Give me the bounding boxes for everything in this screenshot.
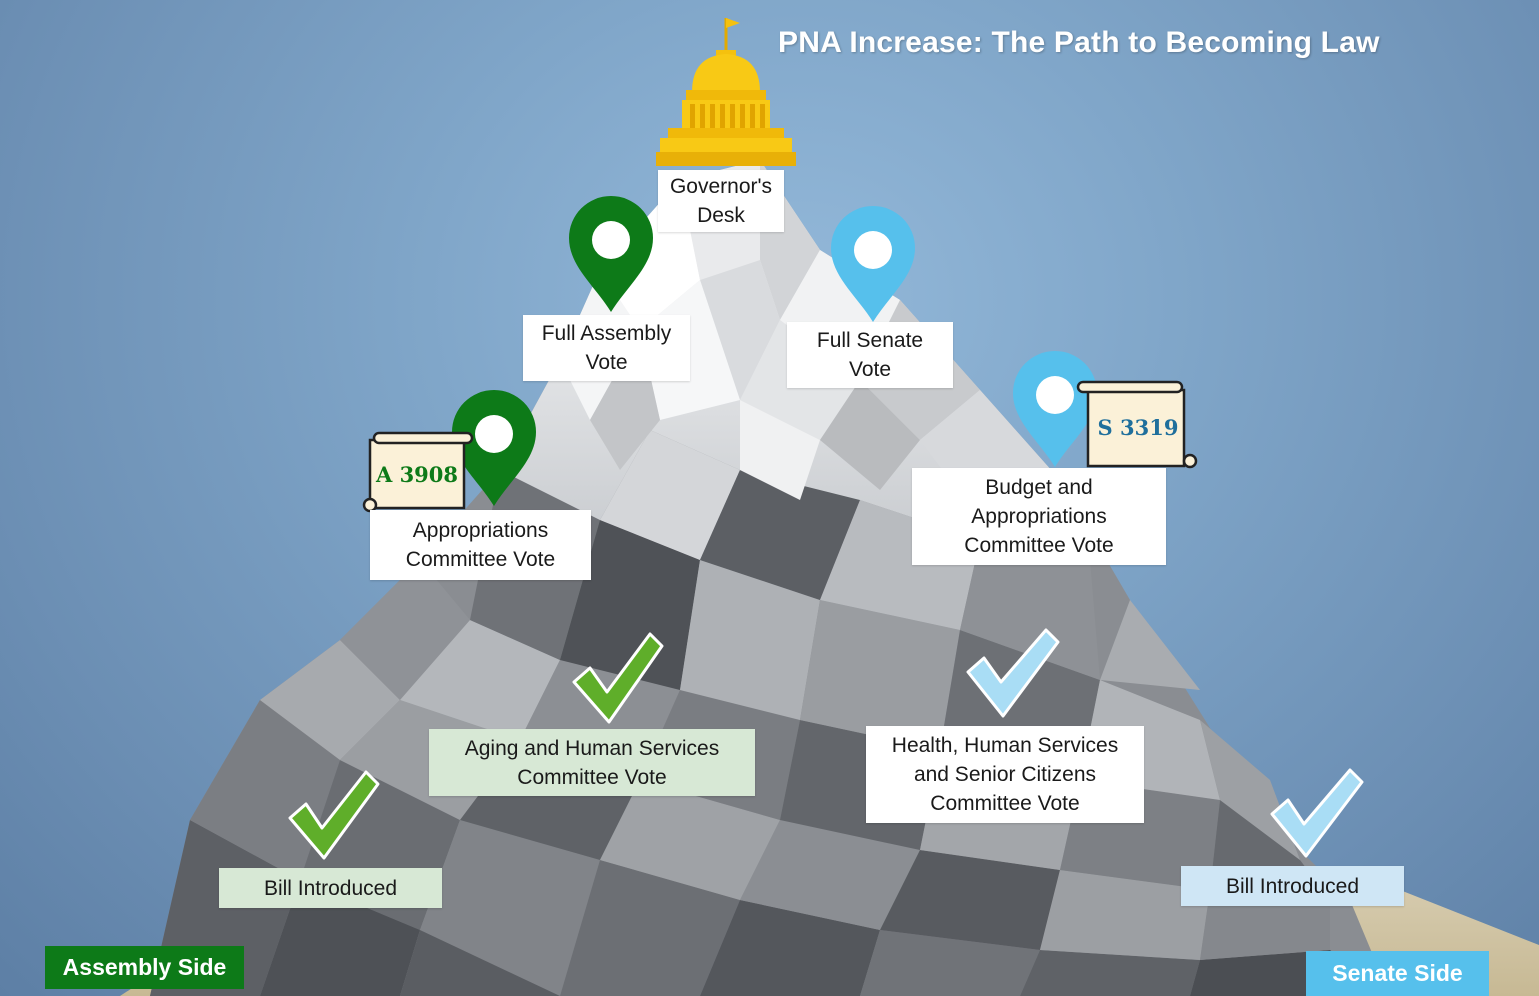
blue-checkmark-icon [1270, 768, 1364, 858]
full-assembly-vote-label: Full Assembly Vote [523, 315, 690, 381]
assembly-bill-number: A 3908 [375, 462, 459, 487]
capitol-building-icon [656, 18, 796, 166]
blue-checkmark-icon [966, 628, 1060, 718]
health-committee-label: Health, Human Services and Senior Citize… [866, 726, 1144, 823]
senate-bill-introduced-text: Bill Introduced [1225, 874, 1360, 898]
senate-side-tag: Senate Side [1306, 951, 1489, 996]
senate-bill-introduced-label: Bill Introduced [1181, 866, 1404, 906]
assembly-side-tag: Assembly Side [45, 946, 244, 989]
blue-map-pin-icon [1013, 351, 1097, 467]
page-title: PNA Increase: The Path to Becoming Law [778, 26, 1380, 59]
green-map-pin-icon [569, 196, 653, 312]
assembly-bill-scroll-icon [362, 431, 474, 513]
senate-budget-appropriations-label: Budget and Appropriations Committee Vote [912, 468, 1166, 565]
green-checkmark-icon [572, 632, 664, 724]
health-committee-text: Health, Human Services and Senior Citize… [891, 734, 1119, 815]
aging-committee-label: Aging and Human Services Committee Vote [429, 729, 755, 796]
assembly-appropriations-text: Appropriations Committee Vote [405, 519, 556, 571]
senate-bill-number: S 3319 [1097, 415, 1179, 440]
senate-bill-scroll-icon [1076, 380, 1198, 469]
governors-desk-text: Governor's Desk [669, 175, 773, 227]
assembly-bill-introduced-label: Bill Introduced [219, 868, 442, 908]
assembly-bill-introduced-text: Bill Introduced [263, 876, 398, 900]
aging-committee-text: Aging and Human Services Committee Vote [464, 736, 720, 789]
blue-map-pin-icon [831, 206, 915, 322]
green-map-pin-icon [452, 390, 536, 506]
assembly-appropriations-label: Appropriations Committee Vote [370, 510, 591, 580]
green-checkmark-icon [288, 770, 380, 860]
governors-desk-label: Governor's Desk [658, 170, 784, 232]
full-senate-vote-text: Full Senate Vote [816, 329, 924, 381]
full-assembly-vote-text: Full Assembly Vote [541, 322, 672, 374]
senate-budget-appropriations-text: Budget and Appropriations Committee Vote [964, 476, 1114, 557]
full-senate-vote-label: Full Senate Vote [787, 322, 953, 388]
